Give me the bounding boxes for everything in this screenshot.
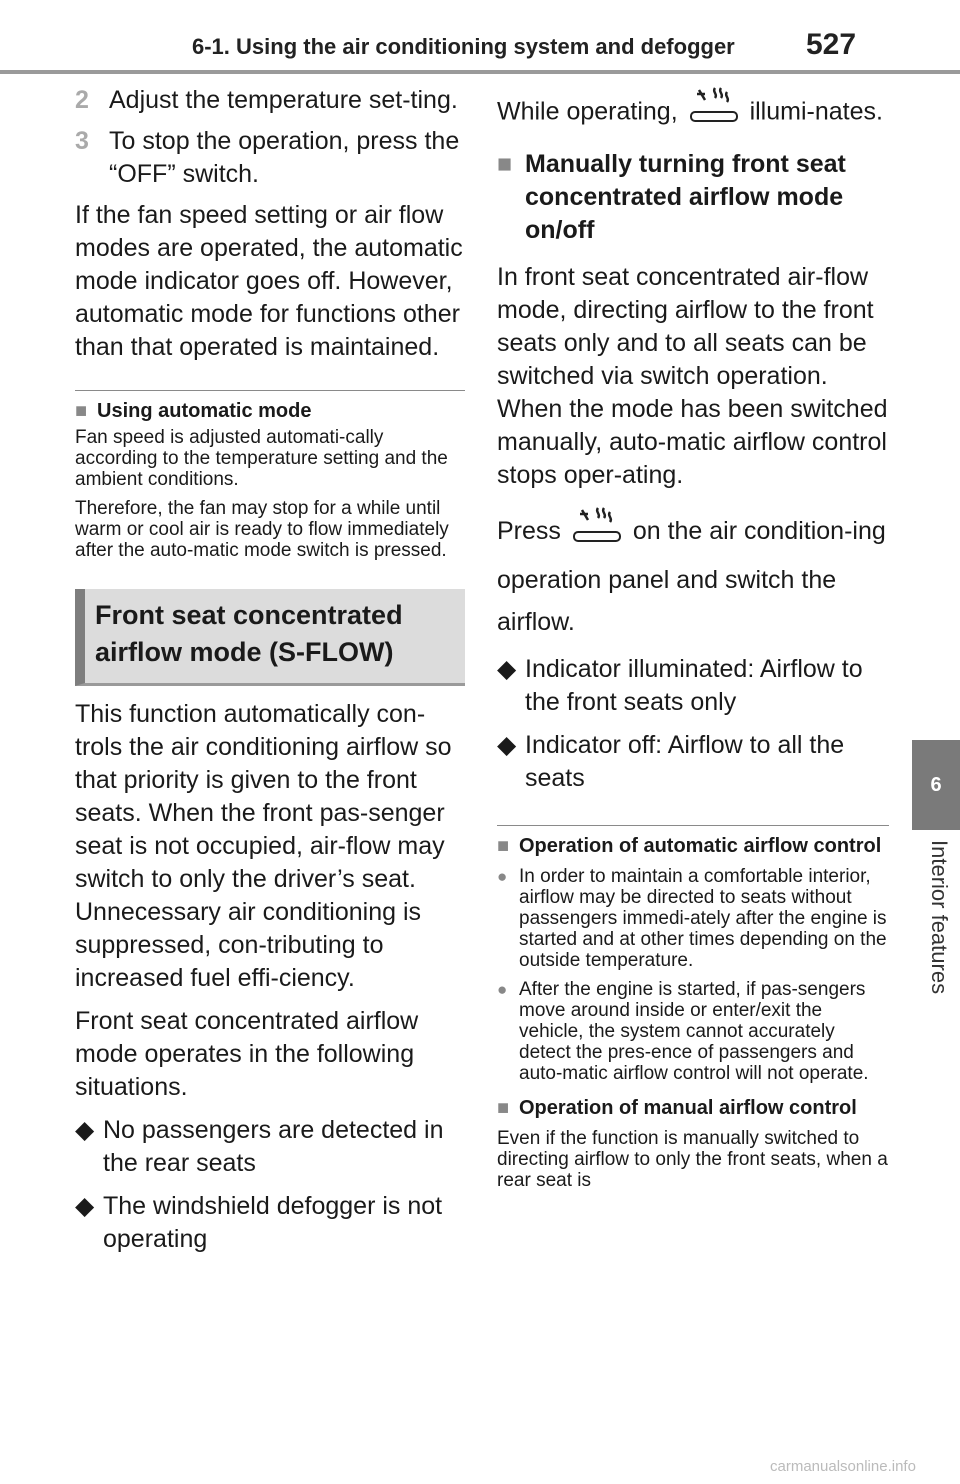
body-paragraph: Front seat concentrated airflow mode ope… bbox=[75, 1007, 419, 1101]
chapter-tab[interactable]: 6 bbox=[912, 740, 960, 830]
note-heading: ■ Using automatic mode bbox=[75, 399, 465, 423]
list-item: ◆ Indicator illuminated: Airflow to the … bbox=[497, 653, 889, 719]
step-text: Adjust the temperature set-ting. bbox=[109, 86, 458, 114]
page-number: 527 bbox=[806, 28, 857, 61]
step-text: To stop the operation, press the “OFF” s… bbox=[109, 127, 460, 188]
note-list-item-text: In order to maintain a comfortable inter… bbox=[519, 866, 887, 971]
diamond-bullet-icon: ◆ bbox=[75, 1116, 95, 1144]
circle-bullet-icon: ● bbox=[497, 980, 508, 999]
inline-text: illumi-nates. bbox=[749, 97, 883, 126]
note-list-item: ● In order to maintain a comfortable int… bbox=[497, 866, 889, 971]
diamond-bullet-icon: ◆ bbox=[497, 655, 517, 683]
section-heading: Front seat concentrated airflow mode (S-… bbox=[75, 589, 465, 686]
inline-text: on the air condition-ing operation panel… bbox=[497, 517, 886, 636]
sub-heading: ■ Manually turning front seat concentrat… bbox=[497, 148, 889, 247]
body-paragraph: While operating, illumi-nates. bbox=[497, 86, 889, 140]
inline-text: While operating, bbox=[497, 97, 678, 126]
note-list-item-text: After the engine is started, if pas-seng… bbox=[519, 979, 869, 1084]
square-bullet-icon: ■ bbox=[497, 1097, 510, 1119]
square-bullet-icon: ■ bbox=[497, 150, 513, 178]
inline-text: Press bbox=[497, 517, 561, 546]
sub-heading-text: Manually turning front seat concentrated… bbox=[525, 150, 846, 244]
note-paragraph: Therefore, the fan may stop for a while … bbox=[75, 498, 449, 561]
body-paragraph: This function automatically con-trols th… bbox=[75, 700, 452, 992]
note-heading-text: Using automatic mode bbox=[97, 400, 312, 422]
body-paragraph: In front seat concentrated air-flow mode… bbox=[497, 263, 888, 489]
header-rule bbox=[0, 70, 960, 74]
step-item: 3 To stop the operation, press the “OFF”… bbox=[75, 125, 465, 191]
circle-bullet-icon: ● bbox=[497, 867, 508, 886]
s-flow-icon bbox=[568, 506, 626, 559]
watermark: carmanualsonline.info bbox=[770, 1458, 916, 1475]
note-heading-text: Operation of manual airflow control bbox=[519, 1097, 857, 1119]
square-bullet-icon: ■ bbox=[75, 400, 88, 422]
note-heading: ■ Operation of manual airflow control bbox=[497, 1096, 889, 1120]
step-item: 2 Adjust the temperature set-ting. bbox=[75, 84, 465, 117]
step-number: 2 bbox=[75, 86, 89, 114]
s-flow-icon bbox=[685, 86, 743, 140]
square-bullet-icon: ■ bbox=[497, 835, 510, 857]
list-item: ◆ No passengers are detected in the rear… bbox=[75, 1114, 465, 1180]
list-item-text: Indicator illuminated: Airflow to the fr… bbox=[525, 655, 863, 716]
header-title: 6-1. Using the air conditioning system a… bbox=[192, 34, 735, 59]
list-item: ◆ The windshield defogger is not operati… bbox=[75, 1190, 465, 1256]
left-column: 2 Adjust the temperature set-ting. 3 To … bbox=[75, 78, 465, 1256]
chapter-label: Interior features bbox=[927, 840, 952, 995]
note-paragraph: Even if the function is manually switche… bbox=[497, 1128, 888, 1191]
list-item-text: No passengers are detected in the rear s… bbox=[103, 1116, 444, 1177]
divider bbox=[75, 390, 465, 391]
step-number: 3 bbox=[75, 127, 89, 155]
note-list-item: ● After the engine is started, if pas-se… bbox=[497, 979, 889, 1084]
list-item-text: Indicator off: Airflow to all the seats bbox=[525, 731, 845, 792]
diamond-bullet-icon: ◆ bbox=[75, 1192, 95, 1220]
list-item-text: The windshield defogger is not operating bbox=[103, 1192, 443, 1253]
note-heading: ■ Operation of automatic airflow control bbox=[497, 834, 889, 858]
body-paragraph: If the fan speed setting or air flow mod… bbox=[75, 201, 463, 361]
divider bbox=[497, 825, 889, 826]
body-paragraph: Press on the air condition-ing operation… bbox=[497, 506, 889, 643]
right-column: While operating, illumi-nates. ■ Manuall… bbox=[497, 78, 889, 1191]
note-paragraph: Fan speed is adjusted automati-cally acc… bbox=[75, 427, 448, 490]
note-heading-text: Operation of automatic airflow control bbox=[519, 835, 882, 857]
list-item: ◆ Indicator off: Airflow to all the seat… bbox=[497, 729, 889, 795]
diamond-bullet-icon: ◆ bbox=[497, 731, 517, 759]
